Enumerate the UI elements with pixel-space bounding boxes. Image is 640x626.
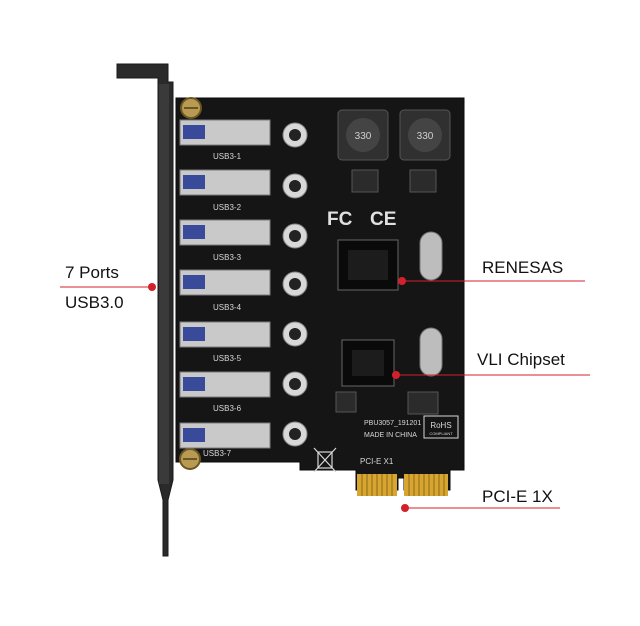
rohs-subtext: COMPLIANT bbox=[429, 431, 453, 436]
usb-port-4 bbox=[179, 269, 271, 296]
vli-chip bbox=[341, 339, 395, 387]
usb-ports bbox=[179, 119, 271, 449]
ce-mark: CE bbox=[370, 209, 396, 230]
usb-port-2 bbox=[179, 169, 271, 196]
usb-port-3 bbox=[179, 219, 271, 246]
port-label-4: USB3-4 bbox=[213, 303, 242, 312]
model-label: PBU3057_191201 bbox=[364, 420, 421, 427]
callout-usb-version: USB3.0 bbox=[65, 293, 124, 312]
rohs-badge: RoHS COMPLIANT bbox=[423, 415, 459, 439]
usb-port-7 bbox=[179, 422, 271, 449]
callout-renesas: RENESAS bbox=[482, 258, 564, 277]
renesas-chip bbox=[337, 239, 399, 291]
capacitors bbox=[282, 122, 308, 447]
port-label-7: USB3-7 bbox=[203, 449, 232, 458]
origin-label: MADE IN CHINA bbox=[364, 432, 417, 439]
callout-pcie: PCI-E 1X bbox=[482, 487, 553, 506]
port-label-5: USB3-5 bbox=[213, 354, 242, 363]
callout-vli-chipset: VLI Chipset bbox=[477, 350, 565, 369]
crystals bbox=[419, 231, 443, 377]
inductor-marking-right: 330 bbox=[417, 131, 434, 142]
pcie-edge-connector bbox=[357, 474, 448, 496]
port-label-3: USB3-3 bbox=[213, 253, 242, 262]
inductor-marking-left: 330 bbox=[355, 131, 372, 142]
usb-port-1 bbox=[179, 119, 271, 146]
callout-pointers bbox=[60, 277, 590, 512]
callout-ports: 7 Ports bbox=[65, 263, 119, 282]
port-label-2: USB3-2 bbox=[213, 203, 242, 212]
smd-components bbox=[335, 169, 439, 415]
usb-port-6 bbox=[179, 371, 271, 398]
port-label-1: USB3-1 bbox=[213, 152, 242, 161]
weee-bin-icon bbox=[313, 447, 337, 473]
usb-port-5 bbox=[179, 321, 271, 348]
fc-mark: FC bbox=[327, 209, 353, 230]
inductors bbox=[337, 109, 451, 161]
slot-label: PCI-E X1 bbox=[360, 457, 394, 466]
rohs-text: RoHS bbox=[430, 421, 451, 430]
port-label-6: USB3-6 bbox=[213, 404, 242, 413]
metal-bracket bbox=[116, 63, 174, 557]
